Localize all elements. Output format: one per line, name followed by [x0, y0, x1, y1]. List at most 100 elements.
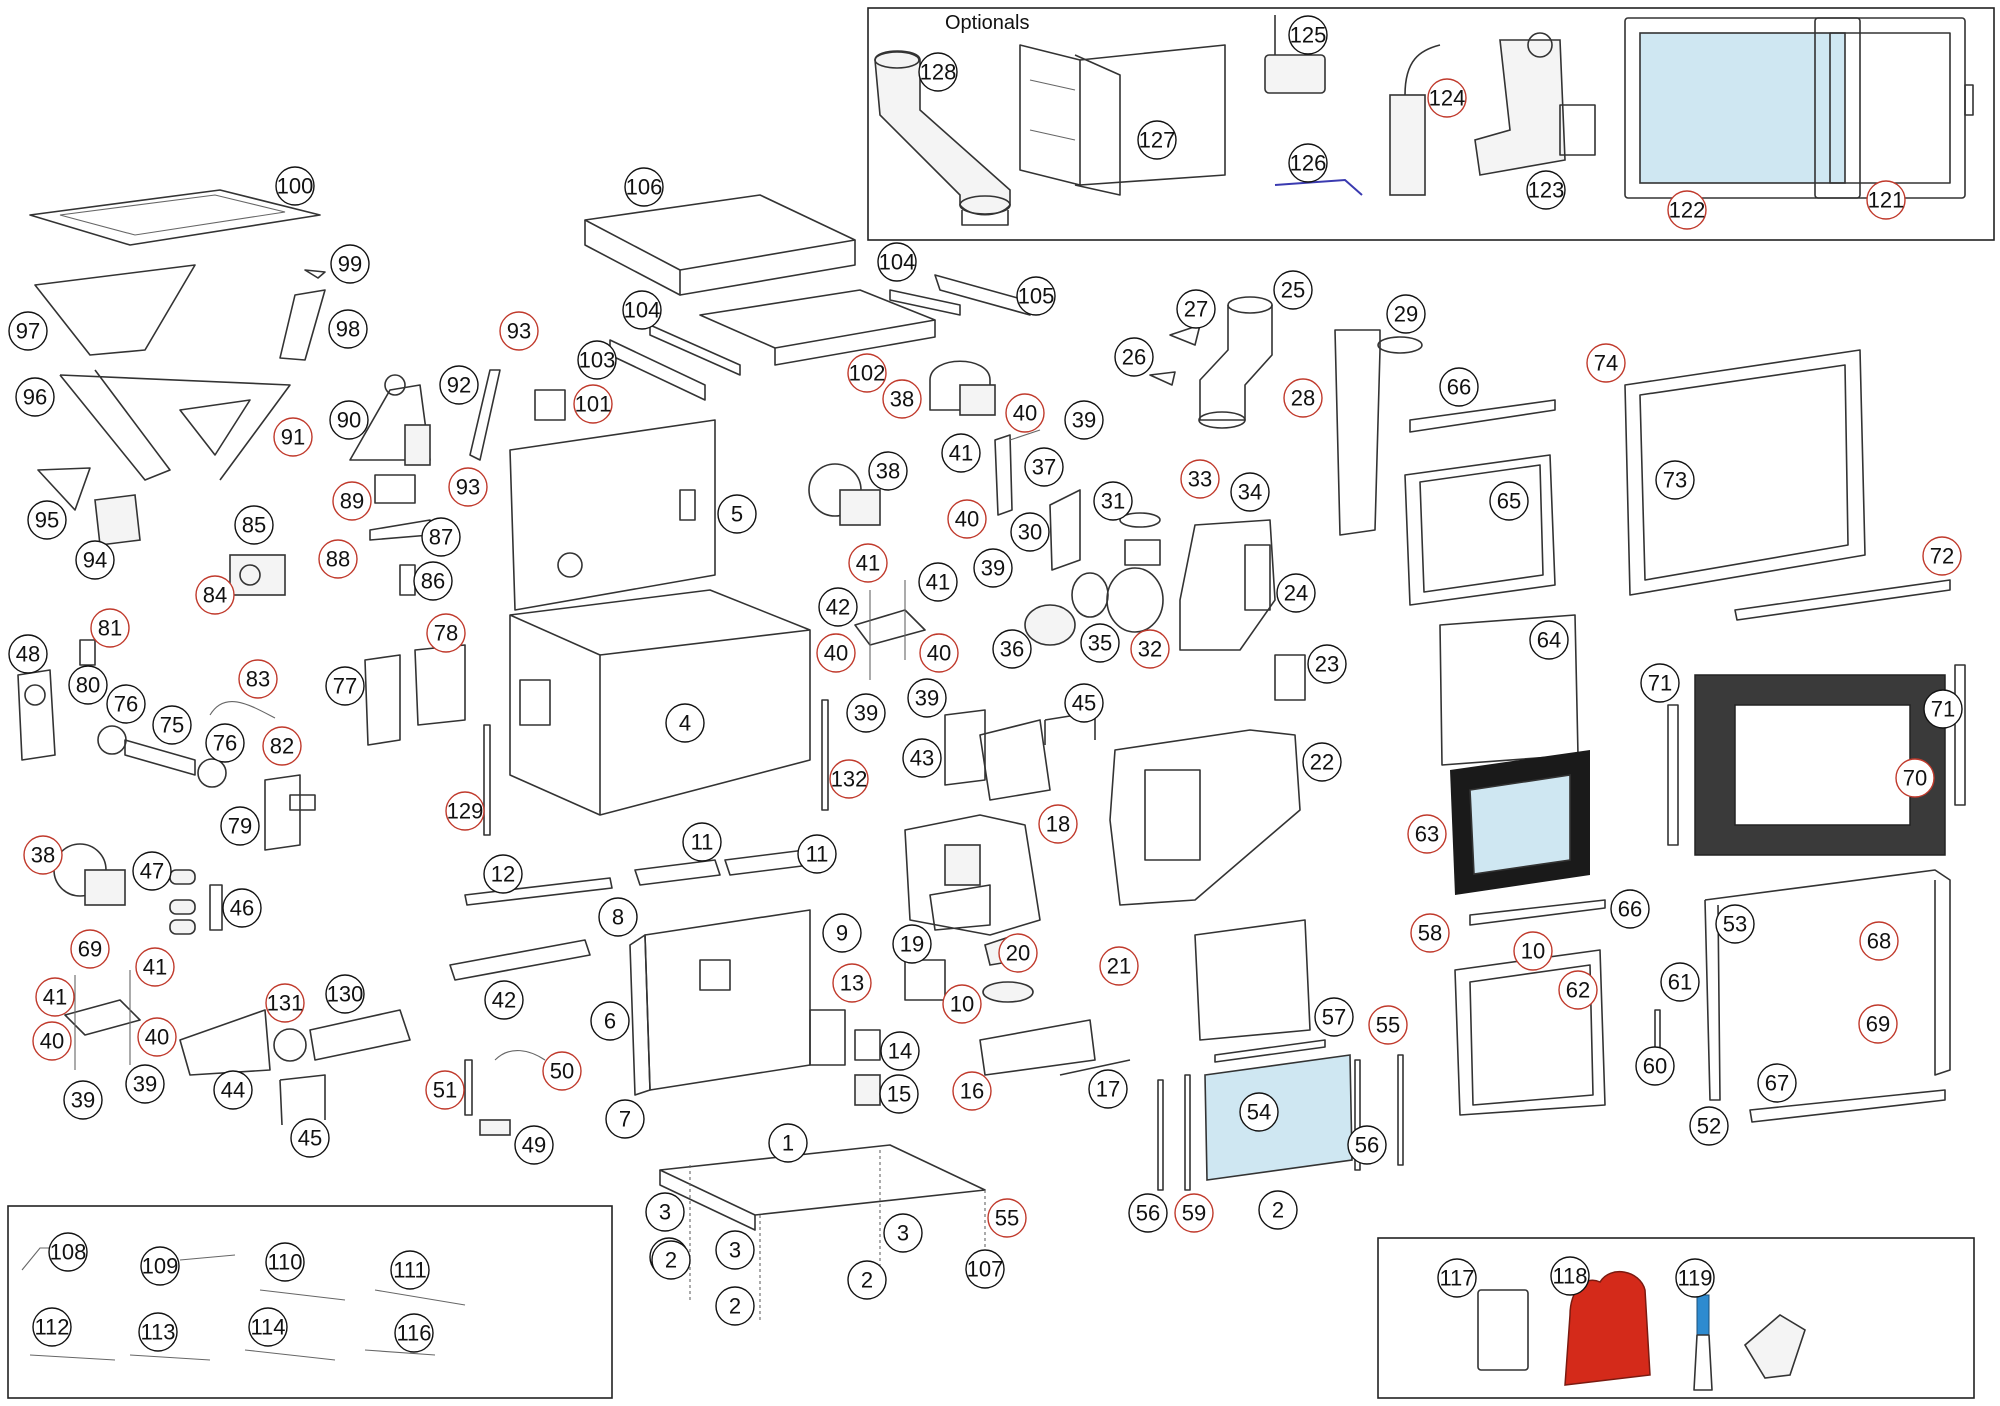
- callout-label: 65: [1497, 489, 1521, 514]
- callout-label: 99: [338, 252, 362, 277]
- callout-label: 41: [856, 551, 880, 576]
- callout-55: 55: [987, 1198, 1027, 1238]
- callout-label: 93: [507, 319, 531, 344]
- bracket-assembly-41: [994, 429, 1041, 516]
- callout-label: 39: [133, 1072, 157, 1097]
- ring-21: [982, 981, 1034, 1003]
- callout-circle: [1410, 913, 1450, 953]
- callout-label: 39: [854, 701, 878, 726]
- plate-14: [854, 1029, 881, 1061]
- callout-label: 60: [1643, 1054, 1667, 1079]
- callout-circle: [1922, 536, 1962, 576]
- callout-40: 40: [32, 1021, 72, 1061]
- callout-circle: [152, 705, 192, 745]
- callout-111: 111: [390, 1250, 430, 1290]
- callout-label: 73: [1663, 468, 1687, 493]
- callout-124: 124: [1427, 78, 1467, 118]
- callout-55: 55: [1368, 1005, 1408, 1045]
- callout-label: 74: [1594, 351, 1618, 376]
- callout-circle: [882, 379, 922, 419]
- callout-72: 72: [1922, 536, 1962, 576]
- callout-circle: [1180, 459, 1220, 499]
- callout-circle: [992, 629, 1032, 669]
- callout-label: 39: [915, 686, 939, 711]
- callout-circle: [448, 467, 488, 507]
- callout-label: 66: [1618, 897, 1642, 922]
- handle-71-right: [1954, 664, 1966, 806]
- back-panel-5: [509, 419, 716, 611]
- callout-label: 55: [1376, 1013, 1400, 1038]
- callout-circle: [1288, 15, 1328, 55]
- callout-circle: [1283, 378, 1323, 418]
- callout-79: 79: [220, 806, 260, 846]
- callout-label: 80: [76, 673, 100, 698]
- callout-26: 26: [1114, 337, 1154, 377]
- callout-32: 32: [1130, 629, 1170, 669]
- smoke-fan-32: [1106, 539, 1164, 633]
- callout-35: 35: [1080, 623, 1120, 663]
- callout-circle: [328, 309, 368, 349]
- callout-circle: [8, 311, 48, 351]
- callout-circle: [1610, 889, 1650, 929]
- callout-label: 2: [1272, 1198, 1284, 1223]
- body-frame-4: [509, 589, 811, 816]
- callout-circle: [1273, 270, 1313, 310]
- callout-circle: [290, 1118, 330, 1158]
- callout-circle: [222, 888, 262, 928]
- callout-circle: [1080, 623, 1120, 663]
- callout-119: 119: [1675, 1258, 1715, 1298]
- callout-circle: [1024, 447, 1064, 487]
- callout-circle: [1239, 1092, 1279, 1132]
- callout-label: 19: [900, 932, 924, 957]
- callout-label: 35: [1088, 631, 1112, 656]
- callout-23: 23: [1307, 644, 1347, 684]
- callout-9: 9: [822, 913, 862, 953]
- rail-12: [464, 877, 613, 906]
- callout-label: 82: [270, 734, 294, 759]
- callout-circle: [1230, 472, 1270, 512]
- callout-circle: [27, 500, 67, 540]
- callout-label: 117: [1439, 1266, 1474, 1291]
- callout-38: 38: [868, 451, 908, 491]
- callout-label: 67: [1765, 1071, 1789, 1096]
- callout-label: 90: [337, 408, 361, 433]
- callout-circle: [125, 1064, 165, 1104]
- callout-127: 127: [1137, 120, 1177, 160]
- callout-circle: [846, 693, 886, 733]
- callout-circle: [273, 417, 313, 457]
- fan-38-top: [929, 360, 996, 416]
- callout-label: 23: [1315, 652, 1339, 677]
- callout-circle: [797, 834, 837, 874]
- callout-circle: [63, 1080, 103, 1120]
- callout-circle: [234, 505, 274, 545]
- callout-circle: [715, 1286, 755, 1326]
- flue-elbow-128: [874, 50, 1011, 226]
- callout-7: 7: [605, 1099, 645, 1139]
- callout-62: 62: [1558, 970, 1598, 1010]
- callout-label: 100: [277, 174, 314, 199]
- callout-circle: [23, 835, 63, 875]
- callout-label: 97: [16, 319, 40, 344]
- callout-circle: [942, 984, 982, 1024]
- callout-label: 56: [1136, 1201, 1160, 1226]
- callout-118: 118: [1550, 1256, 1590, 1296]
- callout-label: 64: [1537, 628, 1561, 653]
- callout-circle: [1640, 663, 1680, 703]
- callout-circle: [483, 854, 523, 894]
- callout-132: 132: [829, 759, 869, 799]
- plate-42: [854, 580, 926, 680]
- cables-box: [7, 1205, 613, 1399]
- callout-circle: [265, 983, 305, 1023]
- callout-circle: [590, 1001, 630, 1041]
- callout-circle: [902, 738, 942, 778]
- callout-label: 2: [861, 1268, 873, 1293]
- callout-circle: [1586, 343, 1626, 383]
- callout-99: 99: [330, 244, 370, 284]
- callout-98: 98: [328, 309, 368, 349]
- callout-circle: [390, 1250, 430, 1290]
- callout-40: 40: [816, 633, 856, 673]
- callout-circle: [1858, 1004, 1898, 1044]
- callout-label: 114: [250, 1315, 285, 1340]
- drawer-102: [699, 289, 936, 366]
- bracket-98: [279, 289, 326, 361]
